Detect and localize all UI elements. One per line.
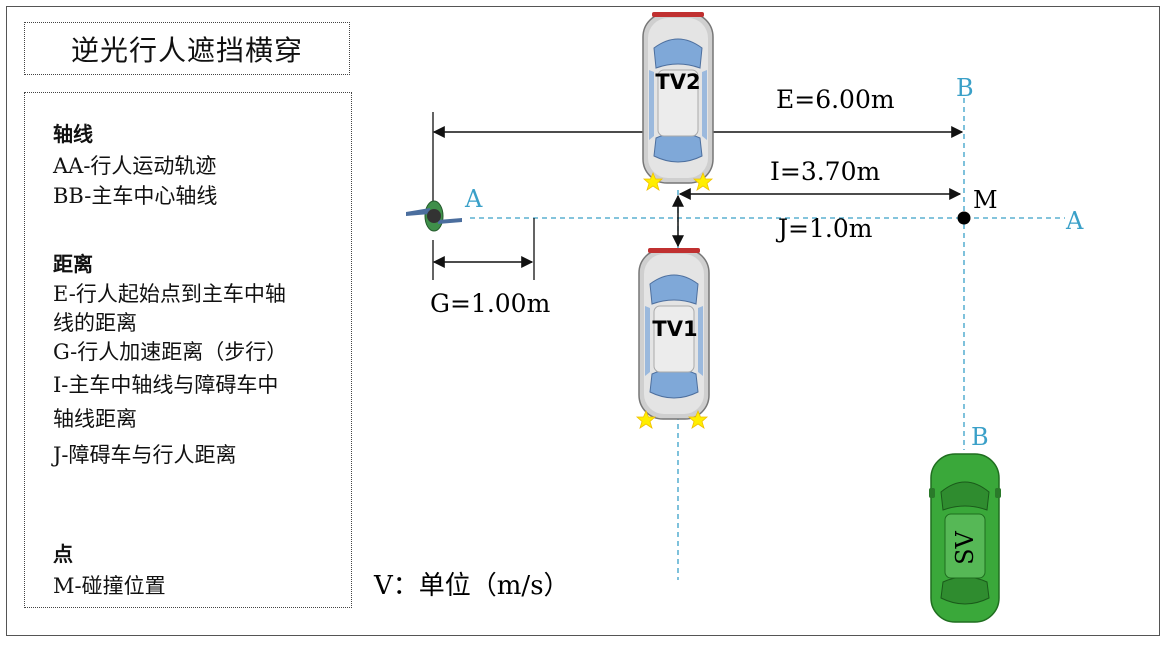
legend-axis-bb: BB-主车中心轴线 [53, 184, 218, 208]
legend-axes-heading: 轴线 [53, 122, 93, 146]
dim-e-label: E=6.00m [776, 85, 895, 114]
sv-label: SV [951, 530, 979, 564]
legend-dist-j: J-障碍车与行人距离 [53, 443, 237, 467]
title-box: 逆光行人遮挡横穿 [24, 22, 350, 75]
legend-distance-heading: 距离 [53, 252, 93, 276]
dim-g-label: G=1.00m [430, 289, 551, 318]
collision-point-m [957, 211, 971, 225]
tv2-car-icon [642, 11, 714, 191]
axis-b-label-bottom: B [971, 423, 989, 451]
tv2-label: TV2 [655, 70, 700, 94]
dim-j-label: J=1.0m [775, 214, 873, 243]
unit-note: V：单位（m/s） [373, 571, 570, 601]
axis-b-label-top: B [956, 74, 974, 102]
tv1-label: TV1 [652, 317, 697, 341]
legend-dist-g: G-行人加速距离（步行） [53, 340, 288, 364]
dim-i-label: I=3.70m [770, 157, 880, 186]
axis-a-label-left: A [464, 185, 483, 213]
collision-label-m: M [973, 186, 998, 214]
page-title: 逆光行人遮挡横穿 [70, 33, 303, 67]
legend-point-heading: 点 [53, 542, 73, 566]
axis-a-label-right: A [1065, 207, 1084, 235]
pedestrian-topview-icon [406, 200, 462, 232]
diagram-frame [6, 6, 1160, 636]
legend-dist-i-line2: 轴线距离 [53, 407, 137, 431]
legend-dist-e-line2: 线的距离 [53, 311, 137, 335]
legend-axis-aa: AA-行人运动轨迹 [53, 154, 217, 178]
legend-point-m: M-碰撞位置 [53, 574, 166, 598]
sv-car-icon [929, 453, 1001, 623]
legend-dist-e-line1: E-行人起始点到主车中轴 [53, 282, 286, 306]
legend-box: 轴线 AA-行人运动轨迹 BB-主车中心轴线 距离 E-行人起始点到主车中轴 线… [24, 92, 352, 608]
legend-dist-i-line1: I-主车中轴线与障碍车中 [53, 373, 279, 397]
